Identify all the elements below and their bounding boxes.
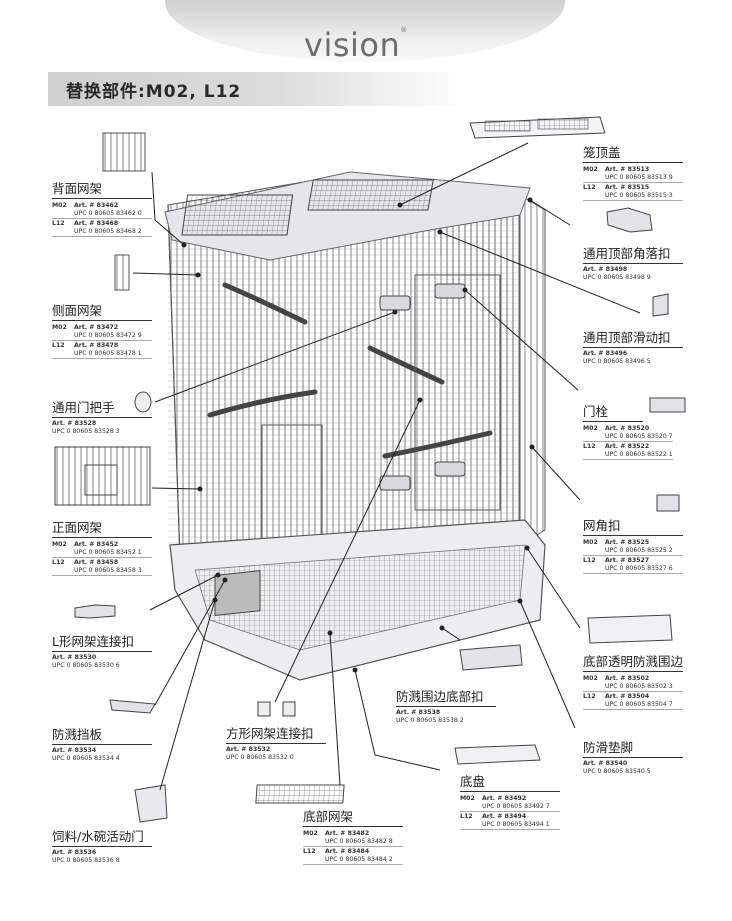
page-title: 替换部件:M02, L12 — [66, 82, 242, 102]
leader-lines — [132, 142, 641, 791]
part-thumbnails — [54, 116, 686, 823]
cage — [164, 171, 546, 681]
title-band — [48, 72, 468, 106]
leader-dots — [181, 197, 535, 673]
brand-logo: vision® — [304, 26, 408, 64]
